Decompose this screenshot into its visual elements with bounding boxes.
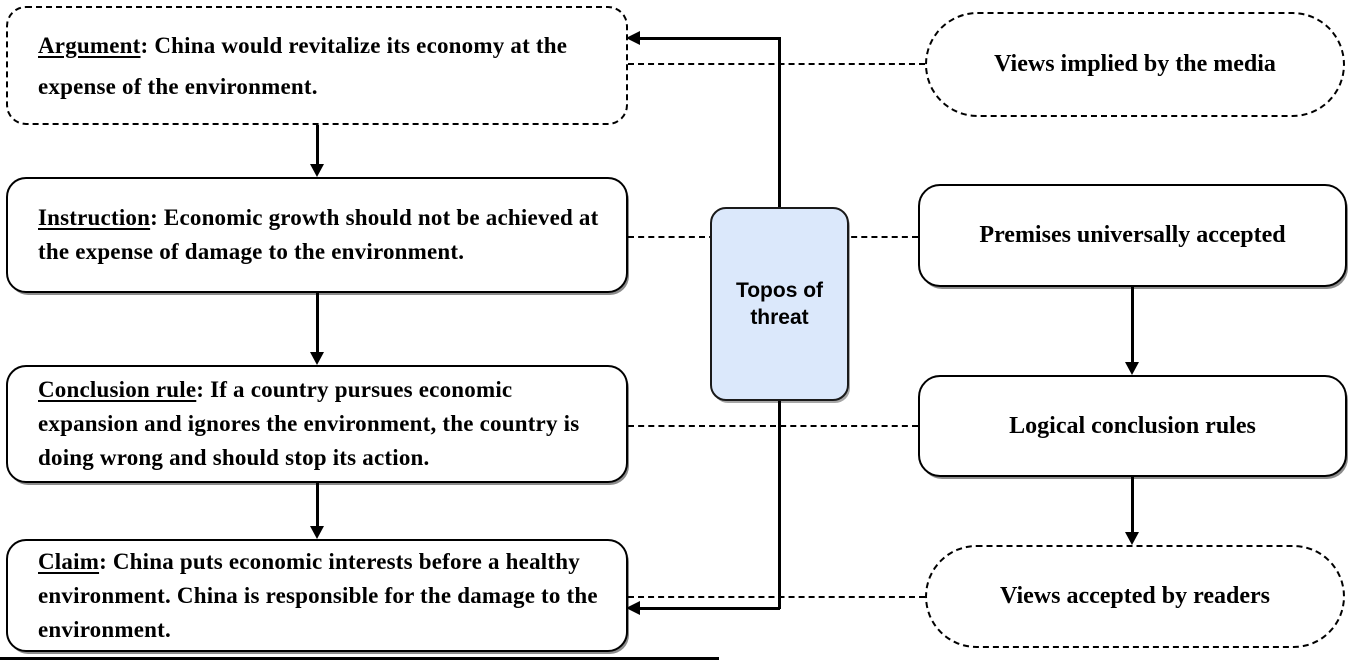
flow-premises-to-logical-arrowhead-icon [1125, 362, 1139, 375]
instruction-label: Instruction [38, 205, 151, 230]
argument-label: Argument [38, 32, 141, 58]
topos-of-threat-box: Topos of threat [710, 207, 849, 401]
instruction-box-text: Instruction: Economic growth should not … [38, 201, 614, 269]
flow-logical-to-readers-arrowhead-icon [1125, 532, 1139, 545]
conclusion-rule-box-text: Conclusion rule: If a country pursues ec… [38, 373, 614, 475]
flow-conclusion-to-claim-line [316, 483, 319, 527]
flow-premises-to-logical-line [1131, 287, 1134, 363]
logical-rules-label: Logical conclusion rules [1009, 412, 1256, 439]
flow-instruction-to-conclusion-line [316, 293, 319, 353]
connector-topos-to-argument-horizontal [639, 37, 780, 40]
claim-box: Claim: China puts economic interests bef… [6, 539, 628, 652]
views-readers-label: Views accepted by readers [1000, 583, 1270, 609]
arrowhead-into-claim-icon [626, 601, 640, 615]
dashed-link-argument-views-media [628, 63, 925, 65]
premises-box: Premises universally accepted [918, 184, 1347, 287]
flow-logical-to-readers-line [1131, 477, 1134, 533]
connector-topos-to-argument-vertical [778, 37, 781, 208]
views-readers-box: Views accepted by readers [925, 545, 1345, 648]
connector-topos-to-claim-vertical [778, 400, 781, 609]
argument-box-text: Argument: China would revitalize its eco… [38, 25, 614, 107]
flow-instruction-to-conclusion-arrowhead-icon [310, 352, 324, 365]
dashed-link-conclusion-logical [628, 425, 918, 427]
flow-conclusion-to-claim-arrowhead-icon [310, 526, 324, 539]
views-implied-media-box: Views implied by the media [925, 12, 1345, 117]
cropped-bottom-rule [0, 657, 719, 660]
topos-of-threat-label: Topos of threat [735, 279, 824, 329]
logical-rules-box: Logical conclusion rules [918, 375, 1347, 477]
claim-body: : China puts economic interests before a… [38, 548, 598, 642]
argument-box: Argument: China would revitalize its eco… [6, 6, 628, 125]
premises-label: Premises universally accepted [979, 222, 1286, 248]
connector-topos-to-claim-horizontal [639, 607, 780, 610]
claim-box-text: Claim: China puts economic interests bef… [38, 545, 614, 647]
flow-argument-to-instruction-arrowhead-icon [310, 164, 324, 177]
views-implied-media-label: Views implied by the media [994, 51, 1276, 77]
conclusion-rule-body: : If a country pursues economic expansio… [38, 377, 580, 470]
claim-label: Claim [38, 548, 100, 574]
instruction-body: : Economic growth should not be achieved… [38, 205, 599, 264]
arrowhead-into-argument-icon [626, 31, 640, 45]
dashed-link-claim-views-readers [628, 596, 925, 598]
flow-argument-to-instruction-line [316, 125, 319, 165]
conclusion-rule-box: Conclusion rule: If a country pursues ec… [6, 365, 628, 483]
conclusion-rule-label: Conclusion rule [38, 377, 197, 402]
instruction-box: Instruction: Economic growth should not … [6, 177, 628, 293]
argument-body: : China would revitalize its economy at … [38, 32, 568, 99]
